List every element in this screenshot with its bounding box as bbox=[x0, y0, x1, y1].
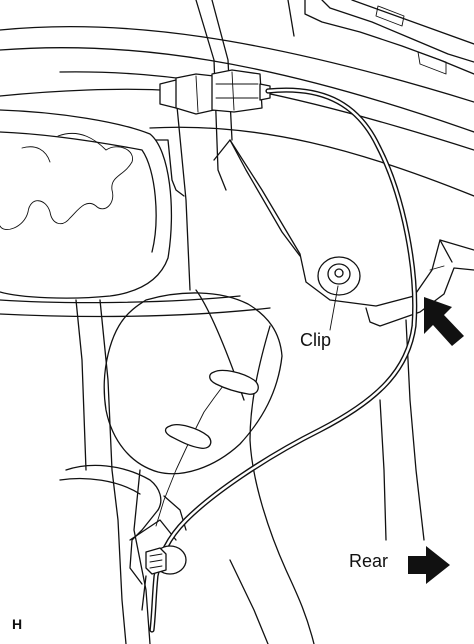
wire-connector-bottom bbox=[141, 545, 187, 611]
lower-body-panel bbox=[59, 289, 425, 644]
wire-connector-top bbox=[159, 69, 271, 115]
upper-trim-panel bbox=[287, 0, 474, 75]
clip-fastener bbox=[317, 256, 361, 331]
rear-direction-arrow-icon bbox=[408, 546, 450, 584]
clip-label: Clip bbox=[300, 330, 332, 350]
inner-fender-cavity bbox=[0, 109, 173, 299]
wire-harness bbox=[149, 87, 418, 633]
rear-label: Rear bbox=[349, 551, 389, 571]
wheel-house-arches bbox=[0, 25, 474, 318]
pointer-arrow-icon bbox=[424, 297, 464, 346]
body-pillar bbox=[155, 0, 474, 327]
figure-code-label: H bbox=[12, 616, 23, 632]
